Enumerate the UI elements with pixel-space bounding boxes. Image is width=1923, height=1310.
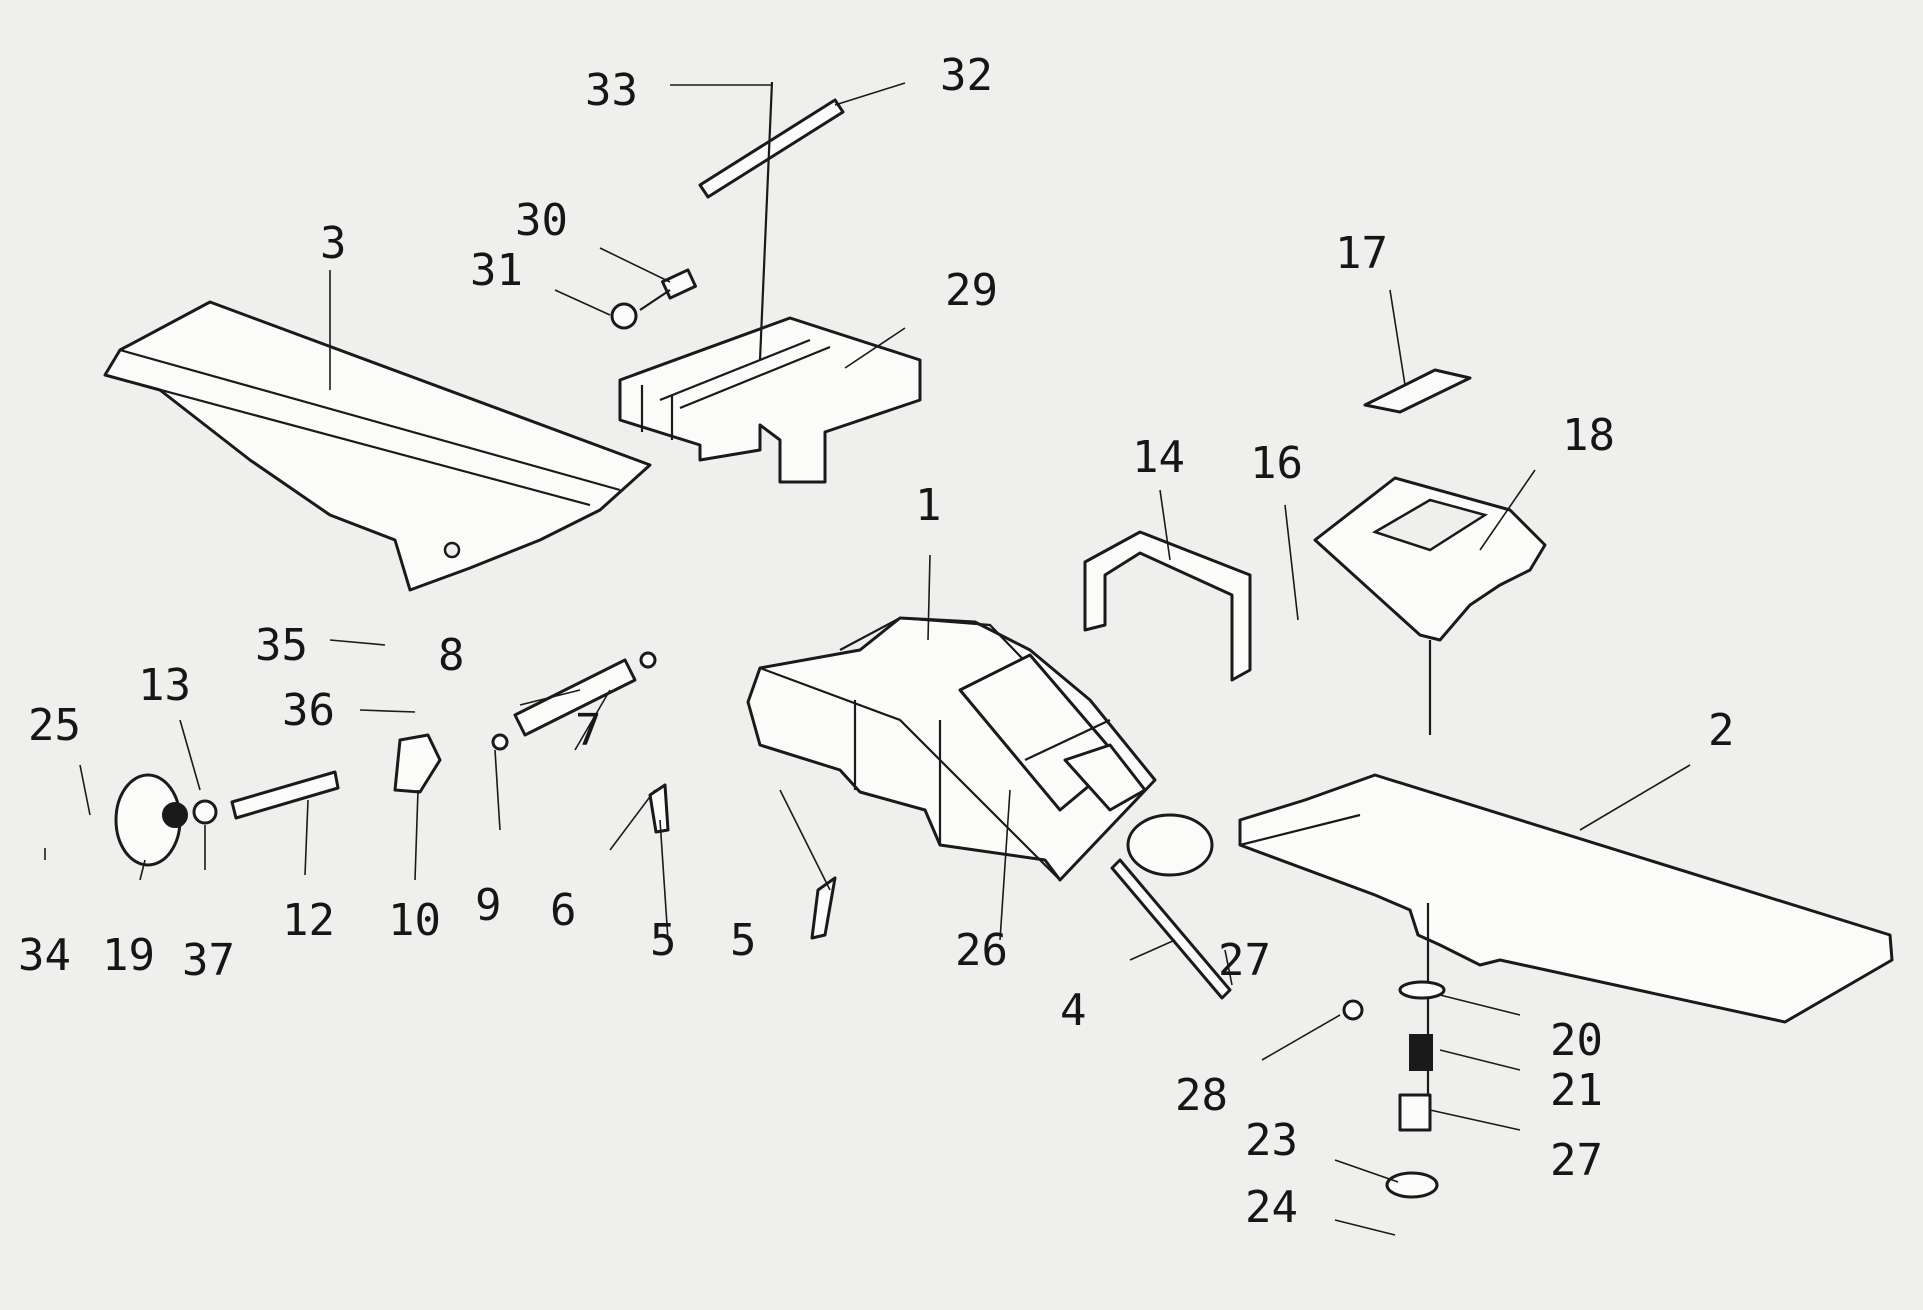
part-32-rod — [698, 98, 845, 199]
callout-25: 25 — [28, 700, 81, 751]
part-5-handle-2 — [810, 876, 837, 940]
callout-5b: 5 — [730, 915, 757, 966]
callout-9: 9 — [475, 880, 502, 931]
callout-30: 30 — [515, 195, 568, 246]
callout-24: 24 — [1245, 1182, 1298, 1233]
callout-37: 37 — [182, 935, 235, 986]
callout-36: 36 — [282, 685, 335, 736]
part-5-handle — [648, 783, 670, 834]
callout-10: 10 — [388, 895, 441, 946]
part-14-guard — [1083, 530, 1252, 682]
callout-17: 17 — [1335, 228, 1388, 279]
callout-2: 2 — [1708, 705, 1735, 756]
part-2-outfeed-table — [1238, 773, 1894, 1125]
callout-7: 7 — [575, 705, 602, 756]
callout-35: 35 — [255, 620, 308, 671]
callout-23: 23 — [1245, 1115, 1298, 1166]
part-4-feed-rod — [1110, 858, 1232, 1000]
callout-20: 20 — [1550, 1015, 1603, 1066]
callout-5: 5 — [650, 915, 677, 966]
callout-31: 31 — [470, 245, 523, 296]
callout-27b: 27 — [1550, 1135, 1603, 1186]
leader-lines — [44, 82, 1691, 1236]
callout-labels: 1 2 3 4 5 5 6 7 8 9 10 12 13 14 16 17 18… — [18, 50, 1735, 1233]
part-17-plate — [1363, 368, 1472, 414]
callout-34: 34 — [18, 930, 71, 981]
callout-29: 29 — [945, 265, 998, 316]
part-18-table — [1313, 476, 1547, 735]
parts-20-27-stack — [1342, 980, 1446, 1199]
callout-14: 14 — [1132, 432, 1185, 483]
part-31-washer — [610, 302, 638, 330]
callout-32: 32 — [940, 50, 993, 101]
part-29-fence-bracket — [618, 316, 922, 484]
callout-21: 21 — [1550, 1065, 1603, 1116]
callout-1: 1 — [915, 480, 942, 531]
callout-3: 3 — [320, 218, 347, 269]
part-3-infeed-table — [103, 300, 652, 592]
callout-26: 26 — [955, 925, 1008, 976]
part-1-base — [746, 616, 1157, 882]
part-33-leader-line — [758, 81, 774, 361]
callout-13: 13 — [138, 660, 191, 711]
left-handwheel-assembly — [114, 651, 657, 867]
callout-18: 18 — [1562, 410, 1615, 461]
callout-8: 8 — [438, 630, 465, 681]
callout-19: 19 — [102, 930, 155, 981]
part-30-bolt — [639, 268, 697, 311]
callout-33: 33 — [585, 65, 638, 116]
callout-16: 16 — [1250, 438, 1303, 489]
callout-12: 12 — [282, 895, 335, 946]
callout-4: 4 — [1060, 985, 1087, 1036]
part-19-crank — [1126, 813, 1214, 877]
callout-27a: 27 — [1218, 935, 1271, 986]
callout-28: 28 — [1175, 1070, 1228, 1121]
callout-6: 6 — [550, 885, 577, 936]
